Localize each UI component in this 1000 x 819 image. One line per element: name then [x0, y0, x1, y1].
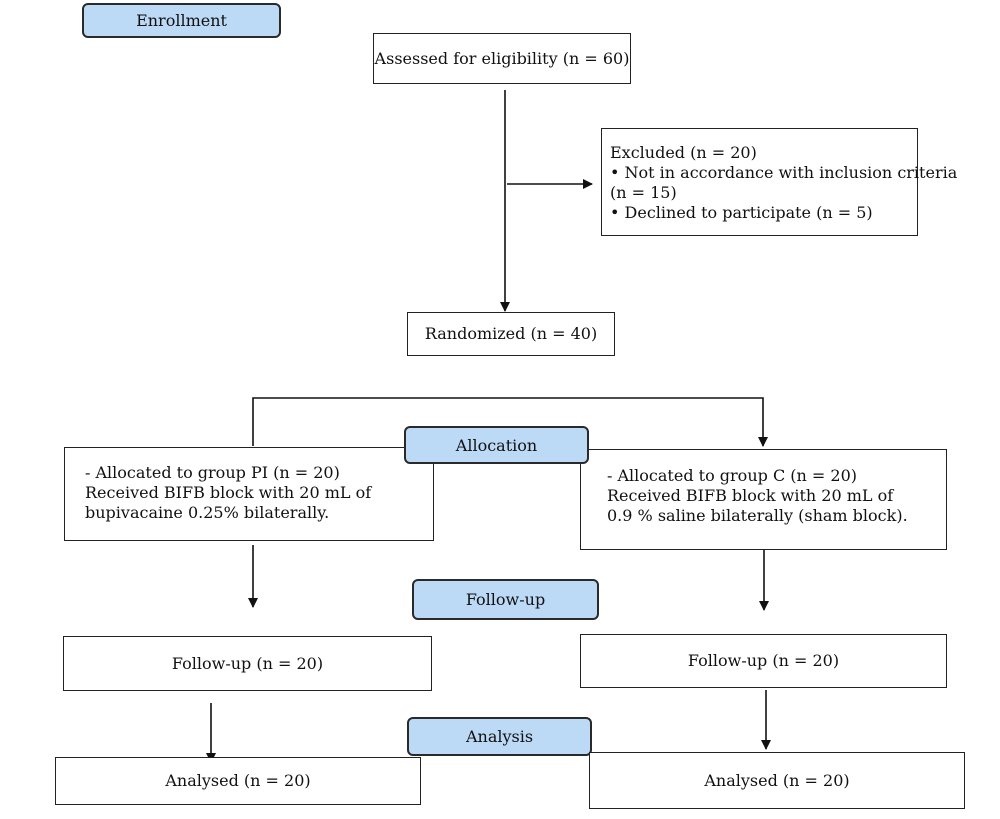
stage-followup: Follow-up [412, 579, 599, 620]
stage-analysis: Analysis [407, 717, 592, 756]
randomized-label: Randomized (n = 40) [424, 324, 598, 343]
excluded-reason-1: • Not in accordance with inclusion crite… [610, 163, 958, 182]
group-pi-line-1: - Allocated to group PI (n = 20) [85, 463, 340, 482]
stage-enrollment: Enrollment [82, 3, 281, 38]
stage-allocation: Allocation [404, 426, 589, 464]
excluded-title: Excluded (n = 20) [610, 143, 757, 162]
followup-left-box: Follow-up (n = 20) [63, 636, 432, 691]
analysed-left-label: Analysed (n = 20) [165, 771, 311, 790]
stage-followup-label: Follow-up [465, 590, 546, 609]
assessed-box: Assessed for eligibility (n = 60) [373, 33, 631, 84]
analysed-left-box: Analysed (n = 20) [55, 757, 421, 805]
group-c-line-3: 0.9 % saline bilaterally (sham block). [607, 506, 908, 525]
group-pi-box: - Allocated to group PI (n = 20) Receive… [64, 447, 434, 541]
group-pi-line-2: Received BIFB block with 20 mL of [85, 483, 372, 502]
stage-enrollment-label: Enrollment [136, 11, 227, 30]
group-c-box: - Allocated to group C (n = 20) Received… [580, 449, 947, 550]
followup-left-label: Follow-up (n = 20) [171, 653, 324, 673]
group-pi-line-3: bupivacaine 0.25% bilaterally. [85, 503, 330, 522]
analysed-right-box: Analysed (n = 20) [589, 752, 965, 809]
split-line [252, 397, 768, 447]
group-c-line-2: Received BIFB block with 20 mL of [607, 486, 894, 505]
analysed-right-label: Analysed (n = 20) [704, 770, 850, 790]
followup-right-box: Follow-up (n = 20) [580, 634, 947, 688]
stage-analysis-label: Analysis [465, 727, 534, 746]
excluded-reason-1-count: (n = 15) [610, 183, 677, 202]
followup-right-label: Follow-up (n = 20) [687, 651, 840, 670]
excluded-reason-2: • Declined to participate (n = 5) [610, 203, 873, 222]
assessed-label: Assessed for eligibility (n = 60) [374, 48, 630, 68]
group-c-line-1: - Allocated to group C (n = 20) [607, 466, 857, 485]
stage-allocation-label: Allocation [455, 435, 538, 455]
excluded-box: Excluded (n = 20) • Not in accordance wi… [601, 128, 958, 236]
randomized-box: Randomized (n = 40) [407, 312, 615, 356]
